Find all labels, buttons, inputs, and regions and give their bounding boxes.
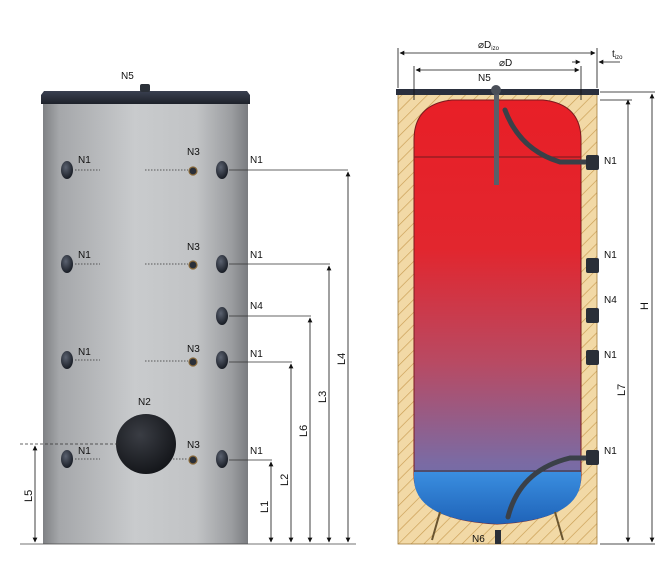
label-n2: N2 [138,397,151,408]
left-tank-view: N5 N1 N1 N1 N1 N3 N3 N3 N3 [20,71,356,545]
cold-water-volume [414,472,581,524]
label-n3-2: N3 [187,242,200,253]
left-n3-dotted-leaders [145,169,188,460]
label-n1-left-3: N1 [78,347,91,358]
left-tank-lid [41,91,250,104]
port-n1-left-4 [61,450,73,468]
dim-label-h: H [639,302,651,310]
sensor-n3-3 [188,357,198,367]
n6-drain [495,530,501,544]
right-label-n1-4: N1 [604,446,617,457]
label-n1-left-2: N1 [78,250,91,261]
n5-fitting [491,85,501,95]
label-n1-right-3: N1 [250,349,263,360]
label-n1-left-4: N1 [78,446,91,457]
right-section-view: N1 N1 N4 N1 N1 N5 N6 ⌀Dizo ⌀D tizo H [396,40,655,545]
port-n1-right-2 [216,255,228,273]
label-n1-right-4: N1 [250,446,263,457]
label-n1-left-1: N1 [78,155,91,166]
right-port-n1-2 [586,258,599,273]
port-n1-left-1 [61,161,73,179]
dim-label-d-izo: ⌀Dizo [478,40,500,52]
right-label-n1-3: N1 [604,350,617,361]
label-n3-1: N3 [187,147,200,158]
left-dimension-lines [32,171,351,543]
dim-label-l2: L2 [279,474,291,486]
right-vertical-dimensions [600,91,655,545]
lower-coil-pipe [505,455,591,520]
dim-label-l6: L6 [298,425,310,437]
right-label-n4: N4 [604,295,617,306]
port-n2-flange [116,414,176,474]
label-n3-4: N3 [187,440,200,451]
port-n4 [216,307,228,325]
port-n1-right-3 [216,351,228,369]
port-n1-right-4 [216,450,228,468]
right-port-n1-1 [586,155,599,170]
right-port-n1-4 [586,450,599,465]
right-label-n1-2: N1 [604,250,617,261]
right-label-n6: N6 [472,534,485,545]
port-n1-left-2 [61,255,73,273]
right-side-ports [586,155,599,465]
dim-label-d: ⌀D [499,58,512,69]
sensor-n3-1 [188,166,198,176]
tank-legs [431,511,564,541]
right-port-n1-3 [586,350,599,365]
right-top-dimensions [397,48,620,100]
dim-label-l3: L3 [317,391,329,403]
dim-label-l1: L1 [259,501,271,513]
sensor-n3-4 [188,455,198,465]
upper-coil-pipe [502,107,591,165]
right-label-n5: N5 [478,73,491,84]
left-label-n5: N5 [121,71,134,82]
left-n1-ports-left [61,161,73,468]
label-n3-3: N3 [187,344,200,355]
left-n1-ports-right [216,161,228,468]
label-n4: N4 [250,301,263,312]
dim-label-l5: L5 [23,490,35,502]
left-n5-nozzle [140,84,150,92]
right-label-n1-1: N1 [604,156,617,167]
port-n1-right-1 [216,161,228,179]
left-n3-sensors [188,166,198,465]
sensor-rod [494,90,499,185]
label-n1-right-2: N1 [250,250,263,261]
port-n1-left-3 [61,351,73,369]
sensor-n3-2 [188,260,198,270]
right-port-n4 [586,308,599,323]
left-n1-dotted-leaders [75,169,100,460]
dim-label-l4: L4 [336,353,348,365]
label-n1-right-1: N1 [250,155,263,166]
dim-label-t-izo: tizo [612,49,623,61]
left-right-leaders [229,169,348,461]
dim-label-l7: L7 [616,384,628,396]
